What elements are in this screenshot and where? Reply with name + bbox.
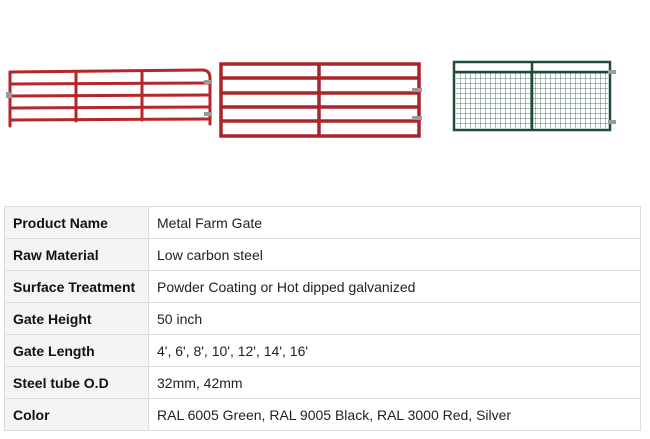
- spec-value: Powder Coating or Hot dipped galvanized: [148, 270, 641, 303]
- spec-label: Color: [4, 398, 149, 431]
- spec-value: RAL 6005 Green, RAL 9005 Black, RAL 3000…: [148, 398, 641, 431]
- table-row: Gate Length 4', 6', 8', 10', 12', 14', 1…: [4, 334, 641, 367]
- spec-label: Surface Treatment: [4, 270, 149, 303]
- spec-label: Raw Material: [4, 238, 149, 271]
- spec-label: Product Name: [4, 206, 149, 239]
- spec-label: Steel tube O.D: [4, 366, 149, 399]
- green-wire-mesh-gate-icon: [452, 60, 616, 132]
- table-row: Surface Treatment Powder Coating or Hot …: [4, 270, 641, 303]
- spec-table: Product Name Metal Farm Gate Raw Materia…: [4, 206, 641, 431]
- spec-label: Gate Length: [4, 334, 149, 367]
- spec-value: 50 inch: [148, 302, 641, 335]
- table-row: Raw Material Low carbon steel: [4, 238, 641, 271]
- spec-value: 32mm, 42mm: [148, 366, 641, 399]
- spec-value: Metal Farm Gate: [148, 206, 641, 239]
- red-farm-gate-5-bar-icon: [6, 68, 212, 128]
- spec-label: Gate Height: [4, 302, 149, 335]
- table-row: Color RAL 6005 Green, RAL 9005 Black, RA…: [4, 398, 641, 431]
- red-farm-gate-6-bar-icon: [219, 62, 422, 138]
- table-row: Product Name Metal Farm Gate: [4, 206, 641, 239]
- product-images: [0, 0, 650, 200]
- spec-value: Low carbon steel: [148, 238, 641, 271]
- table-row: Steel tube O.D 32mm, 42mm: [4, 366, 641, 399]
- table-row: Gate Height 50 inch: [4, 302, 641, 335]
- spec-value: 4', 6', 8', 10', 12', 14', 16': [148, 334, 641, 367]
